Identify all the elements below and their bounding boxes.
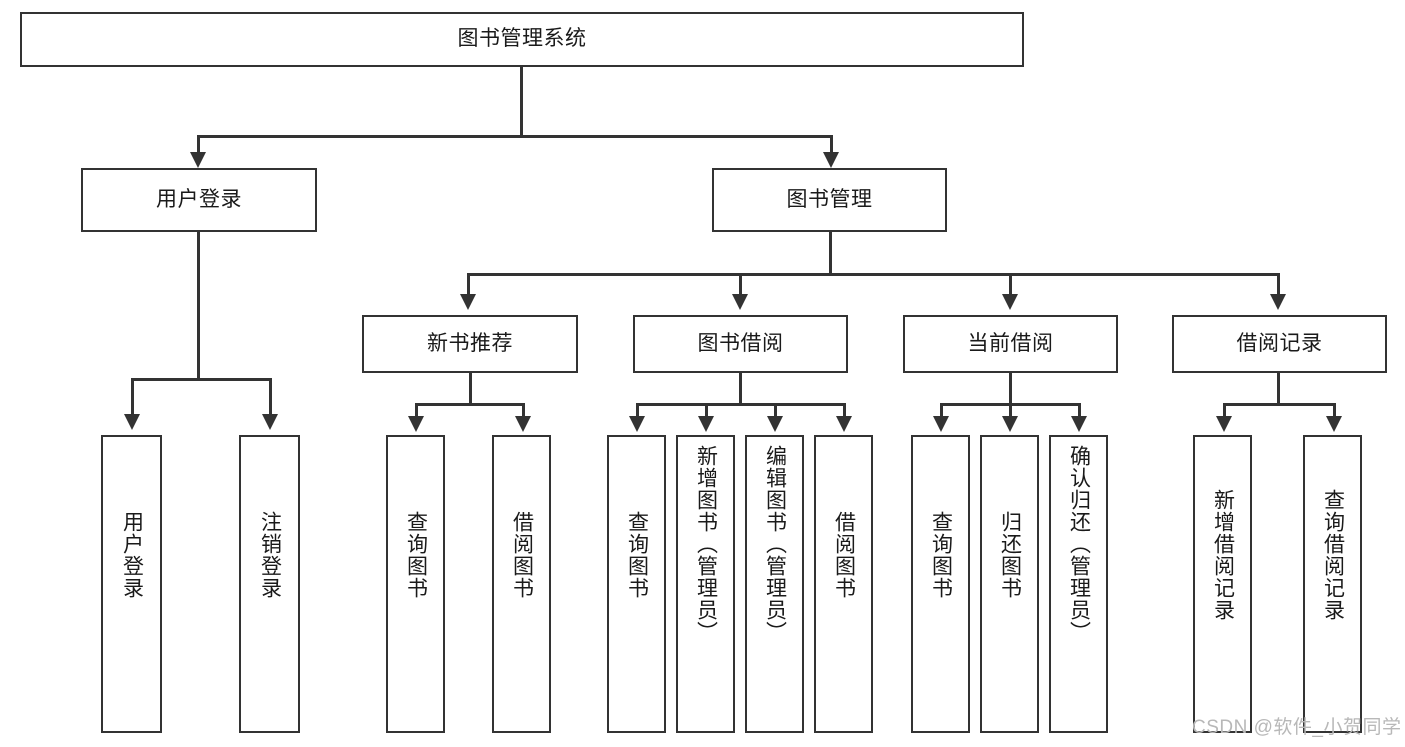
node-label: 用户登录	[120, 511, 144, 599]
leaf-borrow-books[interactable]: 借阅图书	[814, 435, 873, 733]
node-new-book-recommendation[interactable]: 新书推荐	[362, 315, 578, 373]
connector-current-to-leaf-1	[940, 403, 943, 419]
leaf-add-borrow-record[interactable]: 新增借阅记录	[1193, 435, 1252, 733]
arrow-user-to-leaf-1	[124, 414, 140, 430]
node-root-book-management-system[interactable]: 图书管理系统	[20, 12, 1024, 67]
node-label: 查询借阅记录	[1321, 489, 1345, 621]
connector-root-to-user	[197, 135, 200, 158]
connector-borrow-to-leaf-4	[843, 403, 846, 419]
node-label: 编辑图书（管理员）	[763, 445, 787, 643]
connector-record-to-leaf-1	[1223, 403, 1226, 419]
leaf-logout[interactable]: 注销登录	[239, 435, 300, 733]
arrow-borrow-to-leaf-1	[629, 416, 645, 432]
connector-current-stem	[1009, 373, 1012, 405]
arrow-record-to-leaf-2	[1326, 416, 1342, 432]
arrow-user-to-leaf-2	[262, 414, 278, 430]
connector-borrow-to-leaf-2	[705, 403, 708, 419]
node-book-borrowing[interactable]: 图书借阅	[633, 315, 848, 373]
connector-borrow-bus	[636, 403, 845, 406]
leaf-query-borrow-record[interactable]: 查询借阅记录	[1303, 435, 1362, 733]
node-label: 新增图书（管理员）	[694, 445, 718, 643]
arrow-bookmgmt-to-borrow	[732, 294, 748, 310]
leaf-query-books-new[interactable]: 查询图书	[386, 435, 445, 733]
node-user-login[interactable]: 用户登录	[81, 168, 317, 232]
arrow-record-to-leaf-1	[1216, 416, 1232, 432]
node-current-borrowing[interactable]: 当前借阅	[903, 315, 1118, 373]
connector-borrow-to-leaf-1	[636, 403, 639, 419]
arrow-borrow-to-leaf-2	[698, 416, 714, 432]
connector-record-to-leaf-2	[1333, 403, 1336, 419]
arrow-borrow-to-leaf-3	[767, 416, 783, 432]
node-label: 图书管理系统	[457, 27, 587, 51]
node-label: 确认归还（管理员）	[1067, 445, 1091, 643]
arrow-bookmgmt-to-new	[460, 294, 476, 310]
arrow-root-to-book	[823, 152, 839, 168]
connector-record-bus	[1223, 403, 1336, 406]
node-label: 图书管理	[786, 187, 873, 211]
connector-user-to-leaf-1	[131, 378, 134, 418]
connector-current-to-leaf-3	[1078, 403, 1081, 419]
leaf-edit-book-admin[interactable]: 编辑图书（管理员）	[745, 435, 804, 733]
connector-newbook-to-leaf-2	[522, 403, 525, 419]
connector-user-bus	[131, 378, 271, 381]
node-book-management[interactable]: 图书管理	[712, 168, 947, 232]
connector-record-stem	[1277, 373, 1280, 405]
connector-bookmgmt-to-borrow	[739, 273, 742, 298]
arrow-borrow-to-leaf-4	[836, 416, 852, 432]
arrow-bookmgmt-to-record	[1270, 294, 1286, 310]
connector-bookmgmt-to-record	[1277, 273, 1280, 298]
arrow-newbook-to-leaf-1	[408, 416, 424, 432]
node-label: 借阅图书	[510, 511, 534, 599]
arrow-current-to-leaf-3	[1071, 416, 1087, 432]
node-label: 用户登录	[156, 187, 242, 211]
connector-bookmgmt-to-current	[1009, 273, 1012, 298]
node-label: 借阅图书	[832, 511, 856, 599]
connector-root-to-book	[830, 135, 833, 158]
connector-user-to-leaf-2	[269, 378, 272, 418]
connector-borrow-to-leaf-3	[774, 403, 777, 419]
leaf-user-login[interactable]: 用户登录	[101, 435, 162, 733]
arrow-newbook-to-leaf-2	[515, 416, 531, 432]
node-label: 新增借阅记录	[1211, 489, 1235, 621]
node-label: 图书借阅	[697, 331, 784, 355]
watermark-text: CSDN @软件_小贺同学	[1192, 717, 1402, 738]
arrow-current-to-leaf-1	[933, 416, 949, 432]
leaf-return-books[interactable]: 归还图书	[980, 435, 1039, 733]
leaf-borrow-books-new[interactable]: 借阅图书	[492, 435, 551, 733]
node-label: 归还图书	[998, 511, 1022, 599]
node-label: 借阅记录	[1236, 331, 1323, 355]
arrow-root-to-user	[190, 152, 206, 168]
connector-root-stem	[520, 67, 523, 137]
connector-bookmgmt-to-new	[467, 273, 470, 298]
connector-root-bus	[197, 135, 833, 138]
node-label: 查询图书	[625, 511, 649, 599]
arrow-bookmgmt-to-current	[1002, 294, 1018, 310]
node-label: 当前借阅	[967, 331, 1054, 355]
connector-user-stem	[197, 232, 200, 380]
node-borrowing-records[interactable]: 借阅记录	[1172, 315, 1387, 373]
arrow-current-to-leaf-2	[1002, 416, 1018, 432]
connector-bookmgmt-bus	[467, 273, 1279, 276]
connector-newbook-to-leaf-1	[415, 403, 418, 419]
leaf-confirm-return-admin[interactable]: 确认归还（管理员）	[1049, 435, 1108, 733]
node-label: 新书推荐	[427, 331, 513, 355]
connector-newbook-bus	[415, 403, 525, 406]
leaf-add-book-admin[interactable]: 新增图书（管理员）	[676, 435, 735, 733]
node-label: 查询图书	[929, 511, 953, 599]
leaf-query-books-current[interactable]: 查询图书	[911, 435, 970, 733]
connector-borrow-stem	[739, 373, 742, 405]
node-label: 查询图书	[404, 511, 428, 599]
node-label: 注销登录	[258, 511, 282, 599]
connector-current-to-leaf-2	[1009, 403, 1012, 419]
leaf-query-books-borrow[interactable]: 查询图书	[607, 435, 666, 733]
connector-bookmgmt-stem	[829, 232, 832, 275]
connector-newbook-stem	[469, 373, 472, 405]
